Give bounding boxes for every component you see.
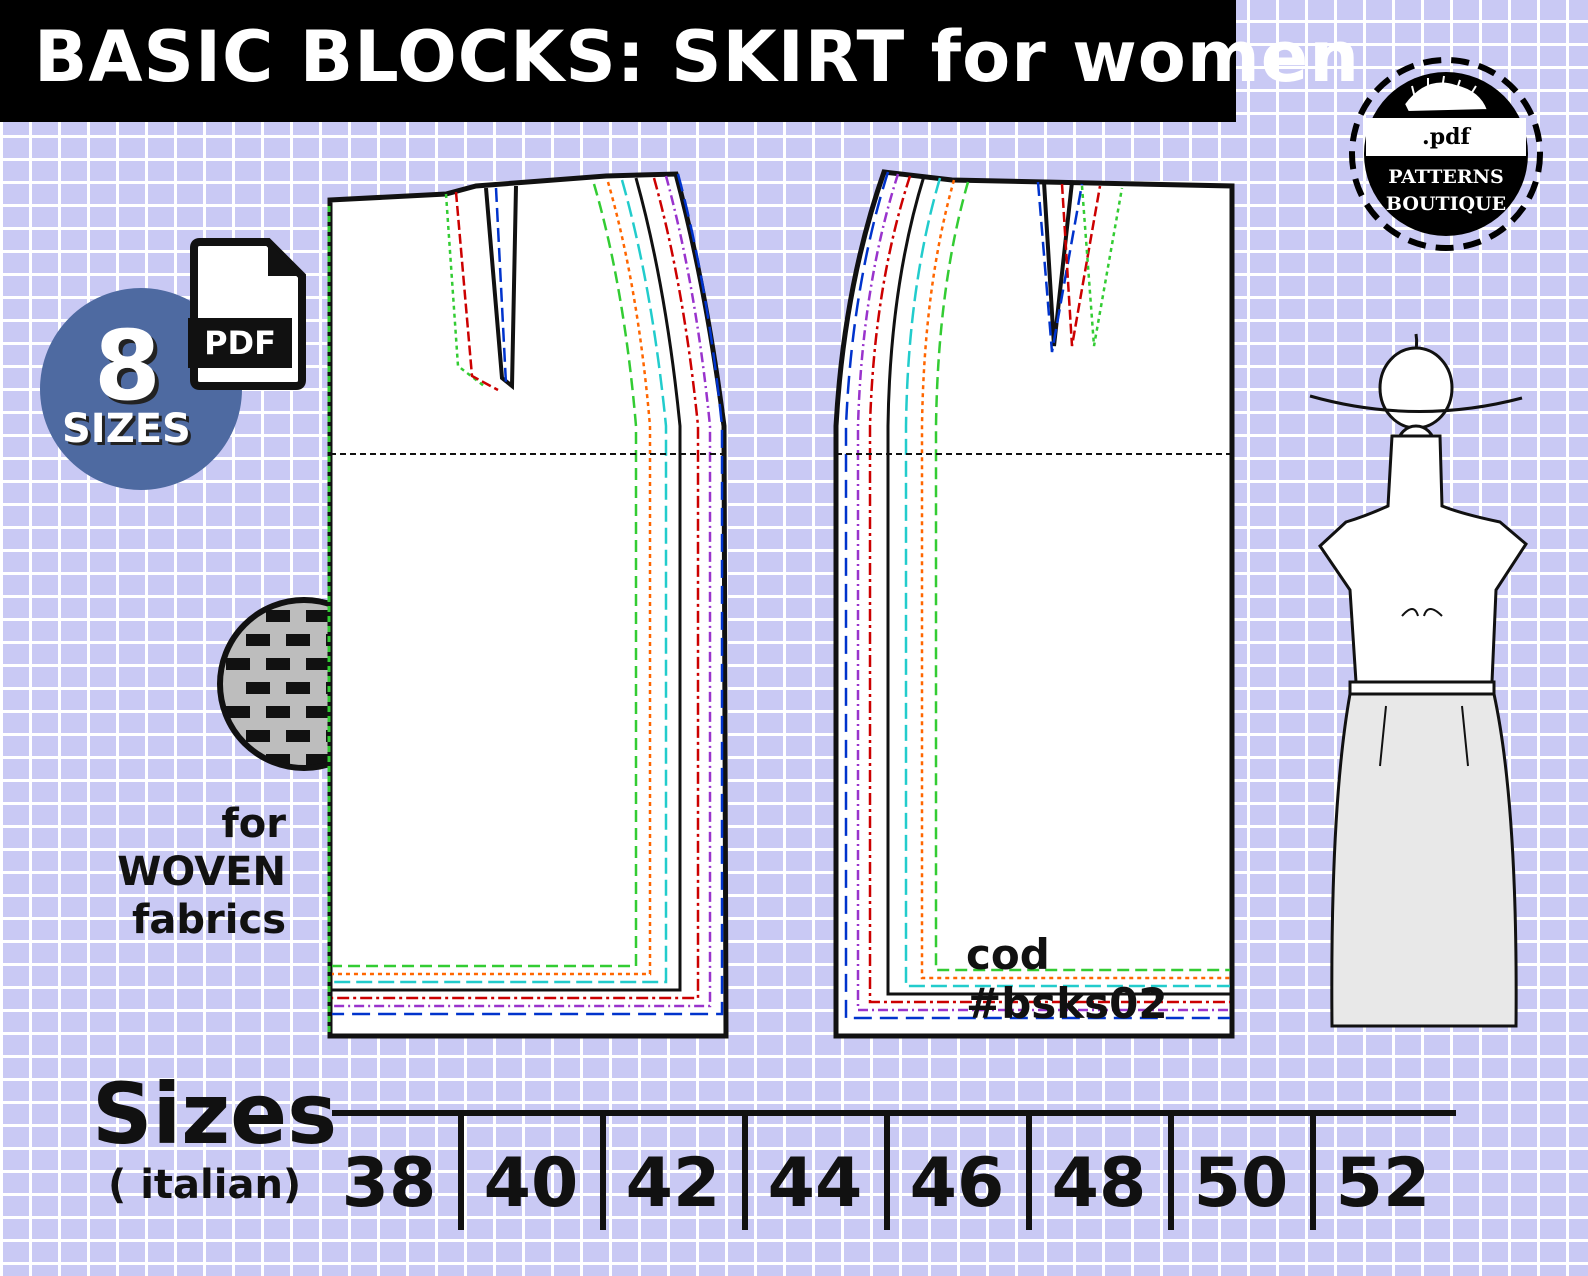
page-title: BASIC BLOCKS: SKIRT for women — [34, 16, 1361, 98]
size-divider — [884, 1116, 890, 1230]
size-divider — [1310, 1116, 1316, 1230]
sizes-heading: Sizes — [92, 1065, 338, 1163]
logo-format: .pdf — [1422, 124, 1470, 150]
size-cell: 38 — [318, 1116, 464, 1230]
fabric-line3: fabrics — [132, 897, 286, 943]
pdf-label: PDF — [188, 318, 292, 368]
brand-logo: .pdf PATTERNS BOUTIQUE — [1346, 54, 1546, 254]
size-divider — [1026, 1116, 1032, 1230]
size-divider — [600, 1116, 606, 1230]
sizes-rule — [332, 1110, 1456, 1116]
size-value: 52 — [1335, 1144, 1431, 1223]
dress-form-illustration — [1306, 326, 1546, 1050]
fabric-line1: for — [221, 801, 286, 847]
size-cell: 46 — [886, 1116, 1032, 1230]
fabric-type-label: for WOVEN fabrics — [26, 800, 286, 944]
size-divider — [1168, 1116, 1174, 1230]
front-skirt-pattern — [326, 166, 746, 1054]
hedgehog-icon — [1402, 75, 1490, 114]
size-cell: 52 — [1312, 1116, 1454, 1230]
logo-brand: PATTERNS BOUTIQUE — [1346, 164, 1546, 218]
size-value: 48 — [1051, 1144, 1147, 1223]
size-value: 50 — [1193, 1144, 1289, 1223]
size-value: 44 — [767, 1144, 863, 1223]
size-cell: 42 — [602, 1116, 748, 1230]
size-value: 38 — [341, 1144, 437, 1223]
size-divider — [742, 1116, 748, 1230]
sizes-subheading: ( italian) — [108, 1162, 302, 1208]
back-skirt-drawing — [833, 169, 1235, 1039]
size-cell: 48 — [1028, 1116, 1174, 1230]
back-skirt-pattern: cod #bsks02 — [832, 166, 1252, 1054]
front-skirt-drawing — [327, 171, 729, 1039]
sizes-count: 8 — [94, 310, 161, 422]
logo-brand-line1: PATTERNS — [1388, 166, 1504, 188]
logo-brand-line2: BOUTIQUE — [1385, 193, 1507, 215]
pattern-code: cod #bsks02 — [966, 930, 1168, 1028]
size-value: 40 — [483, 1144, 579, 1223]
size-value: 46 — [909, 1144, 1005, 1223]
size-cell: 40 — [460, 1116, 606, 1230]
title-bar: BASIC BLOCKS: SKIRT for women — [0, 0, 1359, 122]
size-value: 42 — [625, 1144, 721, 1223]
size-cell: 44 — [744, 1116, 890, 1230]
mannequin-icon — [1309, 333, 1528, 1028]
size-divider — [458, 1116, 464, 1230]
fabric-line2: WOVEN — [117, 849, 286, 895]
logo-circle-icon — [1349, 57, 1543, 251]
size-cell: 50 — [1170, 1116, 1316, 1230]
sizes-word: SIZES — [62, 406, 191, 452]
